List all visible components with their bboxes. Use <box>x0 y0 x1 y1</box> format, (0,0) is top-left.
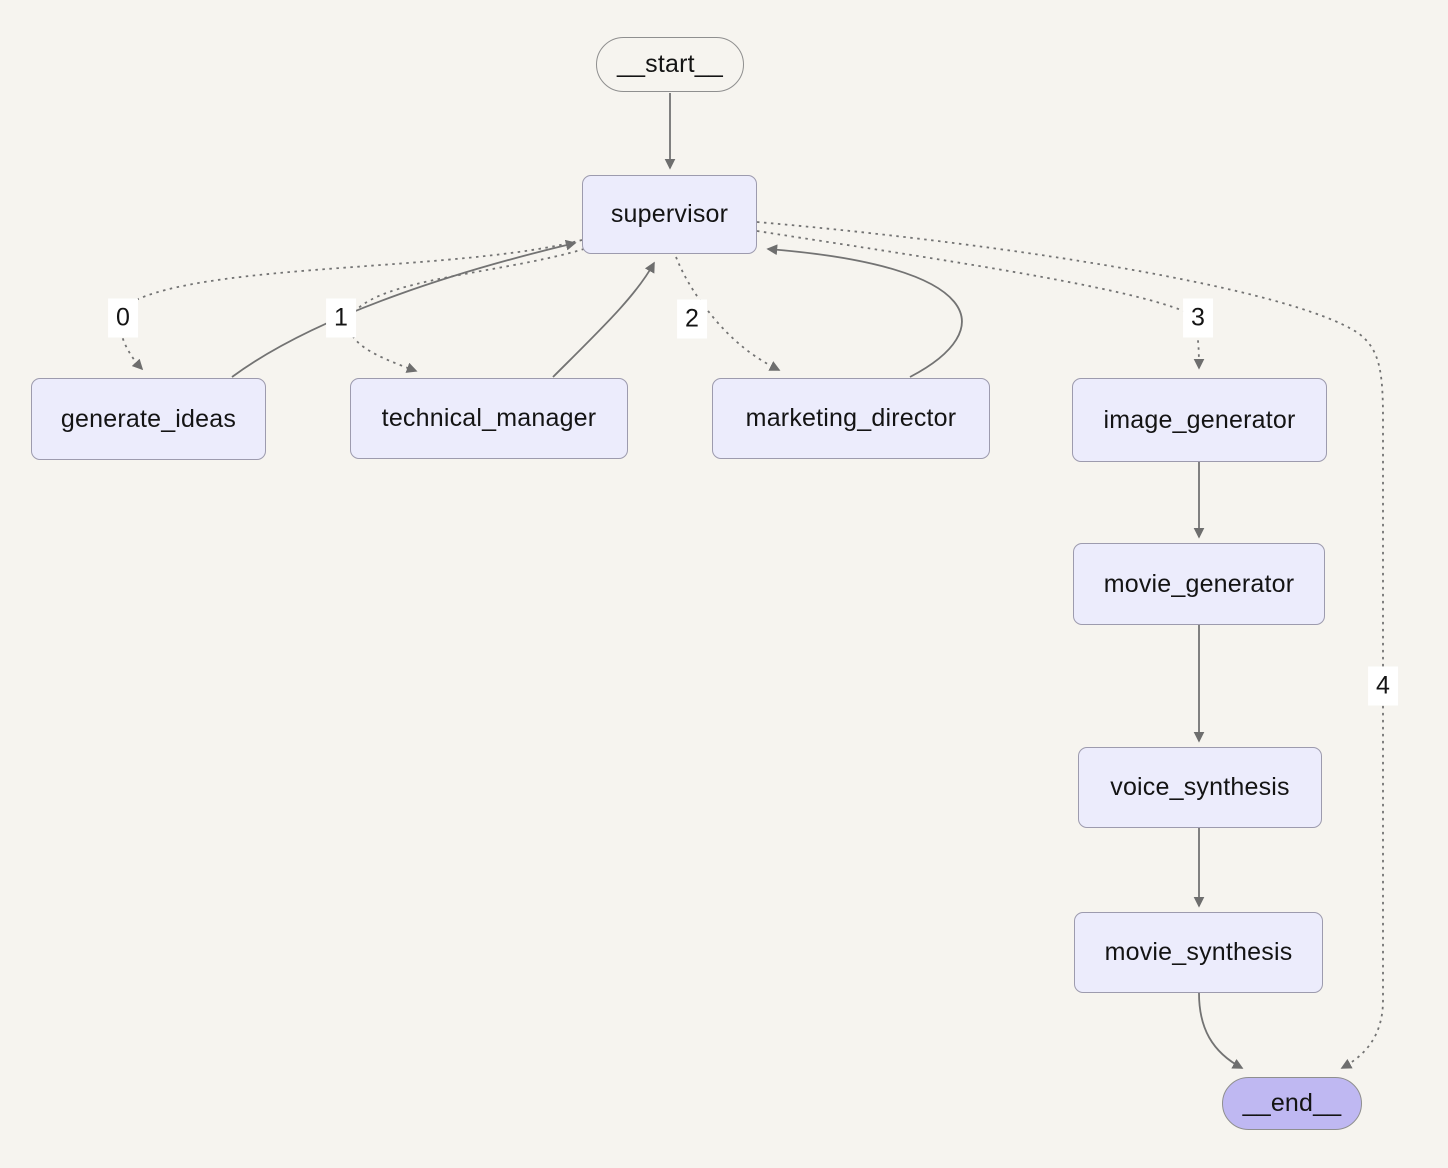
edge-label-1: 1 <box>326 298 356 338</box>
edge-supervisor-to-marketing-director <box>675 256 781 371</box>
edge-label-4: 4 <box>1368 666 1398 706</box>
node-supervisor: supervisor <box>582 175 757 254</box>
node-generate-ideas: generate_ideas <box>31 378 266 460</box>
edge-label-3: 3 <box>1183 298 1213 338</box>
edge-technical-manager-to-supervisor <box>552 261 655 378</box>
edge-label-0: 0 <box>108 298 138 338</box>
edge-label-2: 2 <box>677 299 707 339</box>
edge-movie-synthesis-to-end <box>1198 992 1244 1069</box>
node-movie-synthesis: movie_synthesis <box>1074 912 1323 993</box>
node-start: __start__ <box>596 37 744 92</box>
node-movie-generator: movie_generator <box>1073 543 1325 625</box>
node-technical-manager: technical_manager <box>350 378 628 459</box>
node-voice-synthesis: voice_synthesis <box>1078 747 1322 828</box>
node-marketing-director: marketing_director <box>712 378 990 459</box>
edge-marketing-director-to-supervisor <box>766 244 963 378</box>
edge-supervisor-to-technical-manager <box>348 248 585 373</box>
node-image-generator: image_generator <box>1072 378 1327 462</box>
node-end: __end__ <box>1222 1077 1362 1130</box>
edge-generate-ideas-to-supervisor <box>231 239 577 378</box>
edge-supervisor-to-end <box>756 221 1384 1069</box>
edge-supervisor-to-image-generator <box>756 230 1205 370</box>
